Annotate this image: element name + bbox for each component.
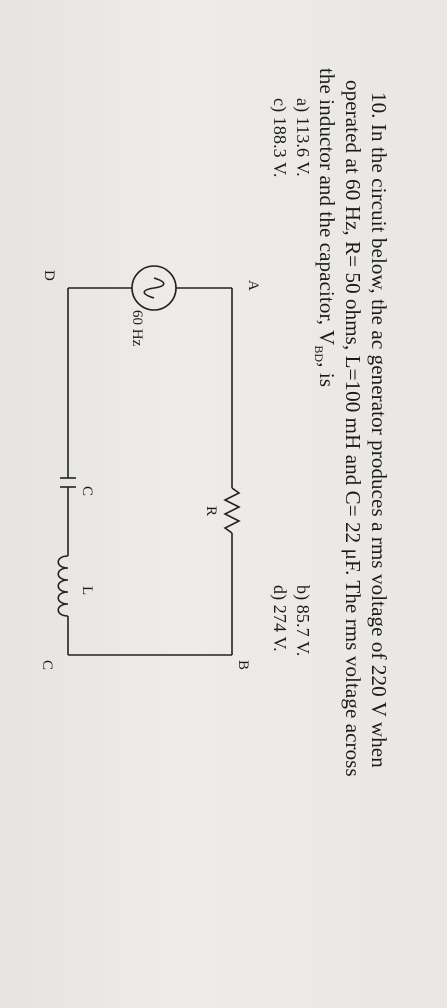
node-d-label: D: [41, 270, 57, 281]
inductor-coil: [57, 555, 69, 617]
resistor-symbol: [223, 487, 241, 534]
inductor-label: L: [79, 586, 95, 596]
node-c-label: C: [39, 660, 55, 671]
node-b-label: B: [235, 660, 251, 671]
capacitor-label: C: [79, 486, 95, 497]
ac-source-wave: [143, 277, 165, 299]
node-a-label: A: [245, 280, 261, 291]
resistor-label: R: [203, 506, 219, 517]
source-frequency-label: 60 Hz: [129, 310, 145, 347]
